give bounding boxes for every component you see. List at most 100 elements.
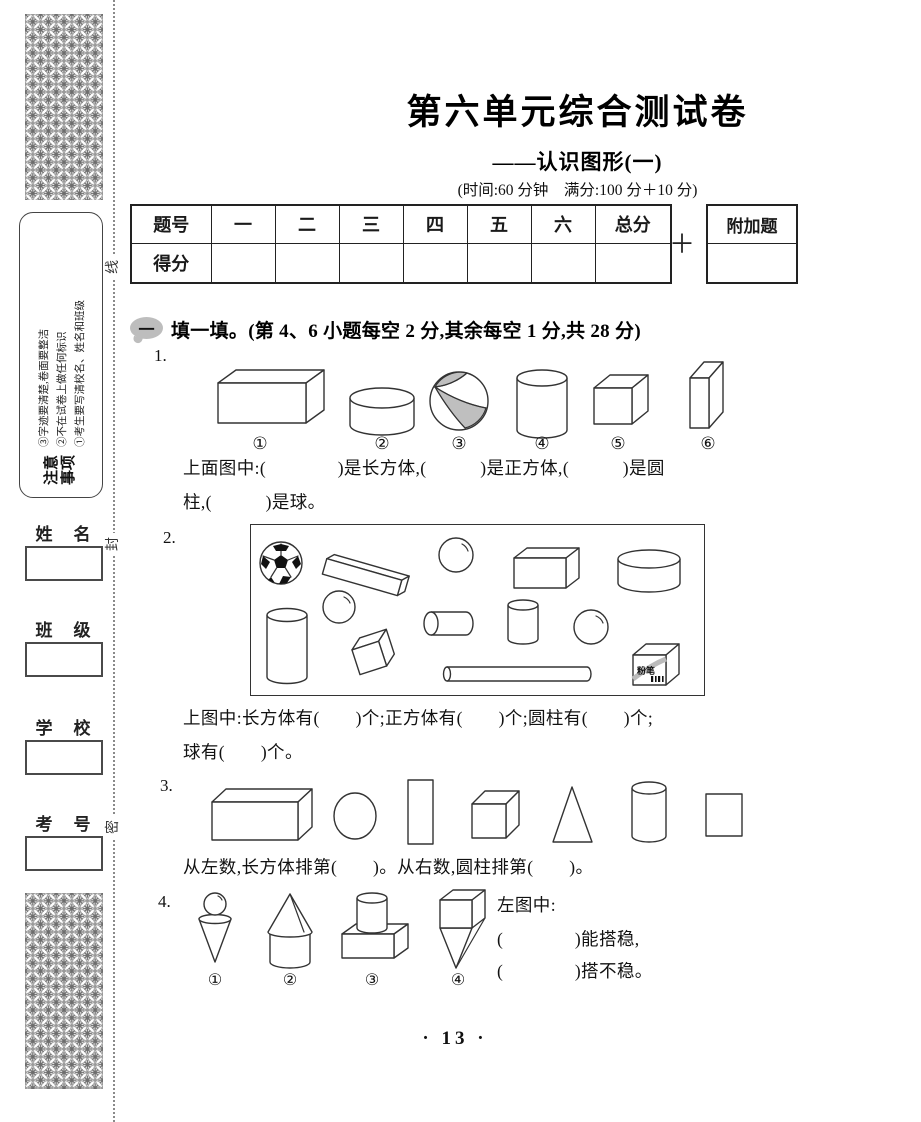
- q4-figure-label-1: ①: [208, 972, 222, 989]
- q2-number: 2.: [163, 528, 176, 547]
- q4-figure-label-3: ③: [365, 972, 379, 989]
- score-col-5: 五: [466, 204, 532, 244]
- q4-side-line2: ( )搭不稳。: [497, 961, 653, 981]
- score-row-label: 得分: [130, 242, 212, 284]
- ball-shape: [429, 371, 489, 431]
- score-col-total: 总分: [594, 204, 672, 244]
- q2-figure-box: 粉笔: [250, 524, 705, 696]
- rod-cylinder-shape: [442, 666, 592, 682]
- examno-field-box: [25, 836, 103, 871]
- binding-char-mi: 密: [105, 816, 123, 838]
- score-cell-total: [594, 242, 672, 284]
- exam-subtitle: ——认识图形(一): [492, 150, 663, 174]
- ball-on-cone-shape: [198, 892, 232, 963]
- tall-cylinder-shape: [516, 369, 568, 439]
- cuboid-shape: [211, 788, 313, 841]
- score-col-6: 六: [530, 204, 596, 244]
- exam-title: 第六单元综合测试卷: [406, 93, 749, 132]
- rectangle-shape: [407, 779, 434, 845]
- q1-figure-label-6: ⑥: [700, 434, 715, 453]
- section-1-badge: 一: [130, 317, 163, 339]
- binding-char-feng: 封: [105, 533, 123, 555]
- q4-figure-label-2: ②: [283, 972, 297, 989]
- score-col-1: 一: [210, 204, 276, 244]
- disc-cylinder-shape: [617, 549, 681, 593]
- q4-figure-label-4: ④: [451, 972, 465, 989]
- q1-figures: ① ② ③ ④ ⑤ ⑥: [182, 353, 757, 453]
- examno-field-label: 考 号: [35, 815, 93, 834]
- q2-text-line1: 上图中:长方体有( )个;正方体有( )个;圆柱有( )个;: [183, 708, 654, 728]
- tilted-cube-shape: [351, 628, 396, 676]
- q1-number: 1.: [154, 346, 167, 365]
- q1-figure-label-4: ④: [534, 434, 549, 453]
- q1-figure-label-2: ②: [374, 434, 389, 453]
- binding-char-xian: 线: [105, 256, 123, 278]
- cuboid-shape: [513, 547, 580, 589]
- sphere-shape: [573, 609, 609, 645]
- q3-figures: [185, 772, 755, 850]
- tall-cylinder-shape: [266, 607, 308, 685]
- bonus-score-cell: [706, 242, 798, 284]
- notice-item-1: ①考生要写清校名、姓名和班级: [74, 300, 86, 447]
- slanted-cuboid-shape: [321, 553, 410, 597]
- exam-info: (时间:60 分钟 满分:100 分＋10 分): [457, 182, 698, 199]
- notice-box: 注意事项 ③字迹要清楚,卷面要整洁 ②不在试卷上做任何标识 ①考生要写清校名、姓…: [19, 212, 103, 498]
- triangle-shape: [552, 786, 593, 843]
- score-header-label: 题号: [130, 204, 212, 244]
- notice-content: 注意事项 ③字迹要清楚,卷面要整洁 ②不在试卷上做任何标识 ①考生要写清校名、姓…: [20, 213, 102, 497]
- score-cell: [210, 242, 276, 284]
- school-field-label: 学 校: [35, 719, 93, 738]
- class-field-box: [25, 642, 103, 677]
- q2-text-line2: 球有( )个。: [183, 742, 303, 762]
- q4-figures: ① ② ③ ④: [182, 888, 497, 990]
- section-1-title: 填一填。(第 4、6 小题每空 2 分,其余每空 1 分,共 28 分): [171, 321, 641, 342]
- score-cell: [466, 242, 532, 284]
- cube-on-pyramid-shape: [439, 889, 486, 969]
- binding-line: [113, 0, 115, 1122]
- cuboid-shape: [217, 369, 325, 424]
- cube-shape: [471, 790, 520, 839]
- q1-figure-label-3: ③: [451, 434, 466, 453]
- cylinder-shape: [631, 781, 667, 843]
- q1-figure-label-1: ①: [252, 434, 267, 453]
- chalk-box-shape: 粉笔: [631, 643, 680, 686]
- soccer-ball-icon: [259, 541, 303, 585]
- cylinder-on-cuboid-shape: [341, 892, 409, 959]
- score-col-4: 四: [402, 204, 468, 244]
- bonus-label: 附加题: [706, 204, 798, 244]
- plus-sign: ＋: [669, 230, 696, 259]
- score-col-2: 二: [274, 204, 340, 244]
- page-number: · 13 ·: [422, 1028, 488, 1049]
- small-cylinder-shape: [507, 599, 539, 645]
- score-cell: [530, 242, 596, 284]
- lying-cylinder-shape: [423, 611, 474, 636]
- section-1-heading: 一 填一填。(第 4、6 小题每空 2 分,其余每空 1 分,共 28 分): [130, 316, 790, 343]
- q1-text-line2: 柱,( )是球。: [183, 492, 326, 512]
- score-table: 题号 一 二 三 四 五 六 总分 得分: [130, 204, 672, 284]
- notice-title: 注意事项: [44, 455, 77, 486]
- q3-number: 3.: [160, 776, 173, 795]
- bonus-table: 附加题: [706, 204, 798, 284]
- sphere-shape: [438, 537, 474, 573]
- cube-shape: [593, 374, 649, 425]
- q4-number: 4.: [158, 892, 171, 911]
- chalk-box-label: 粉笔: [637, 665, 655, 676]
- cone-on-cylinder-shape: [267, 893, 313, 969]
- class-field-label: 班 级: [35, 621, 93, 640]
- square-shape: [705, 793, 743, 837]
- school-field-box: [25, 740, 103, 775]
- q4-side-line1: ( )能搭稳,: [497, 929, 640, 949]
- q1-figure-label-5: ⑤: [610, 434, 625, 453]
- thin-box-shape: [689, 361, 724, 429]
- score-col-3: 三: [338, 204, 404, 244]
- q4-side-title: 左图中:: [497, 895, 556, 915]
- score-cell: [338, 242, 404, 284]
- q3-text-line1: 从左数,长方体排第( )。从右数,圆柱排第( )。: [183, 857, 594, 877]
- pattern-strip-bottom: [25, 893, 103, 1089]
- name-field-label: 姓 名: [35, 525, 93, 544]
- sphere-shape: [322, 590, 356, 624]
- score-cell: [274, 242, 340, 284]
- notice-item-3: ③字迹要清楚,卷面要整洁: [38, 328, 50, 447]
- circle-shape: [333, 792, 377, 840]
- q1-text-line1: 上面图中:( )是长方体,( )是正方体,( )是圆: [183, 458, 665, 478]
